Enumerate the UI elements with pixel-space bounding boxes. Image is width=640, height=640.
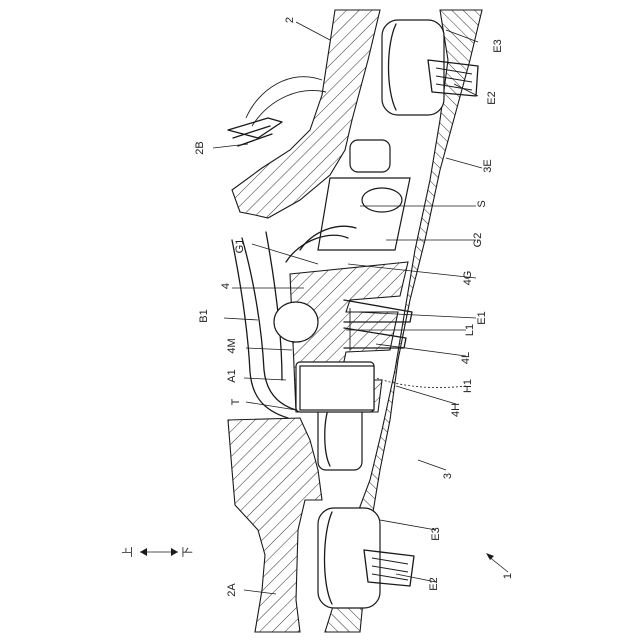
label-2: 2 — [284, 17, 296, 23]
label-2B: 2B — [194, 141, 206, 154]
label-4H: 4H — [450, 403, 462, 417]
label-4L: 4L — [460, 352, 472, 364]
bottom-fastener — [318, 508, 414, 608]
label-T: T — [230, 398, 242, 405]
label-A1: A1 — [226, 369, 238, 382]
label-B1: B1 — [198, 309, 210, 322]
label-4M: 4M — [226, 338, 238, 353]
label-G2: G2 — [472, 233, 484, 248]
label-G1: G1 — [234, 239, 246, 254]
label-3: 3 — [442, 473, 454, 479]
label-L1: L1 — [464, 324, 476, 336]
label-E2-top: E2 — [486, 91, 498, 104]
part-4-insert — [274, 262, 408, 412]
label-4G: 4G — [462, 271, 474, 286]
label-E2-bottom: E2 — [428, 577, 440, 590]
label-E3-bottom: E3 — [430, 527, 442, 540]
label-H1: H1 — [462, 379, 474, 393]
label-1: 1 — [502, 573, 514, 579]
orientation-down-label: 下 — [182, 547, 194, 558]
label-4: 4 — [220, 283, 232, 289]
label-E3-top: E3 — [492, 39, 504, 52]
orientation-indicator: 上 下 — [121, 547, 194, 558]
label-3E: 3E — [482, 159, 494, 172]
label-E1: E1 — [476, 311, 488, 324]
label-2A: 2A — [226, 583, 238, 597]
label-S: S — [476, 200, 488, 207]
orientation-up-label: 上 — [121, 547, 134, 558]
